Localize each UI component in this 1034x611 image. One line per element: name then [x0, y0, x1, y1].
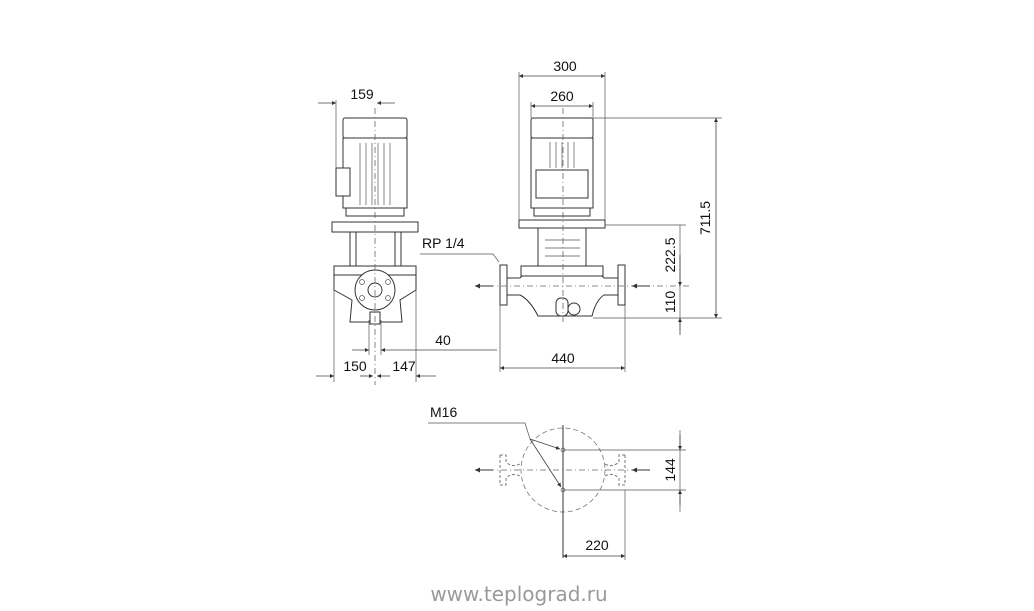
dim-220: 220	[585, 537, 609, 553]
dim-144: 144	[662, 458, 678, 482]
dim-260: 260	[550, 88, 574, 104]
dim-150: 150	[343, 358, 367, 374]
watermark: www.teplograd.ru	[430, 582, 607, 606]
dim-159: 159	[350, 86, 374, 102]
label-m16: M16	[430, 404, 457, 420]
dim-147: 147	[392, 358, 416, 374]
dim-300: 300	[553, 58, 577, 74]
dim-440: 440	[551, 350, 575, 366]
side-view: 159 150 147 40	[316, 86, 497, 385]
plan-view: M16 144 220	[428, 404, 686, 560]
dim-711-5: 711.5	[697, 201, 713, 235]
dim-40: 40	[435, 332, 451, 348]
dim-222-5: 222.5	[662, 237, 678, 272]
front-view: 300 260 711.5 222.5 110 RP 1/4 440	[420, 58, 722, 372]
label-rp-1-4: RP 1/4	[422, 235, 465, 251]
dim-110: 110	[662, 291, 678, 314]
